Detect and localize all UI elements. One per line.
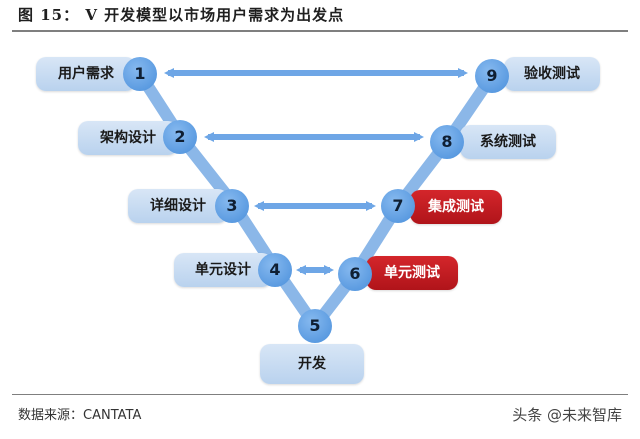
step-acceptance-test: 验收测试 [504,57,600,91]
step-number-1: 1 [123,57,157,91]
step-number-7: 7 [381,189,415,223]
step-detailed-design: 详细设计 [128,189,228,223]
step-unit-design: 单元设计 [174,253,272,287]
step-integration-test: 集成测试 [410,190,502,224]
figure-title: 图 15： V 开发模型以市场用户需求为出发点 [18,6,345,24]
source-note: 数据来源：CANTATA [18,408,142,423]
step-number-8: 8 [430,125,464,159]
step-number-4: 4 [258,253,292,287]
step-user-requirements: 用户需求 [36,57,136,91]
step-number-9: 9 [475,59,509,93]
v-model-diagram: 用户需求 架构设计 详细设计 单元设计 开发 验收测试 系统测试 集成测试 单元… [0,32,640,392]
title-divider [12,30,628,32]
step-system-test: 系统测试 [460,125,556,159]
watermark: 头条 @未来智库 [512,406,622,424]
footer-divider [12,394,628,395]
step-number-3: 3 [215,189,249,223]
step-unit-test: 单元测试 [366,256,458,290]
step-number-2: 2 [163,120,197,154]
step-development: 开发 [260,344,364,384]
step-number-6: 6 [338,257,372,291]
step-number-5: 5 [298,309,332,343]
step-architecture-design: 架构设计 [78,121,178,155]
